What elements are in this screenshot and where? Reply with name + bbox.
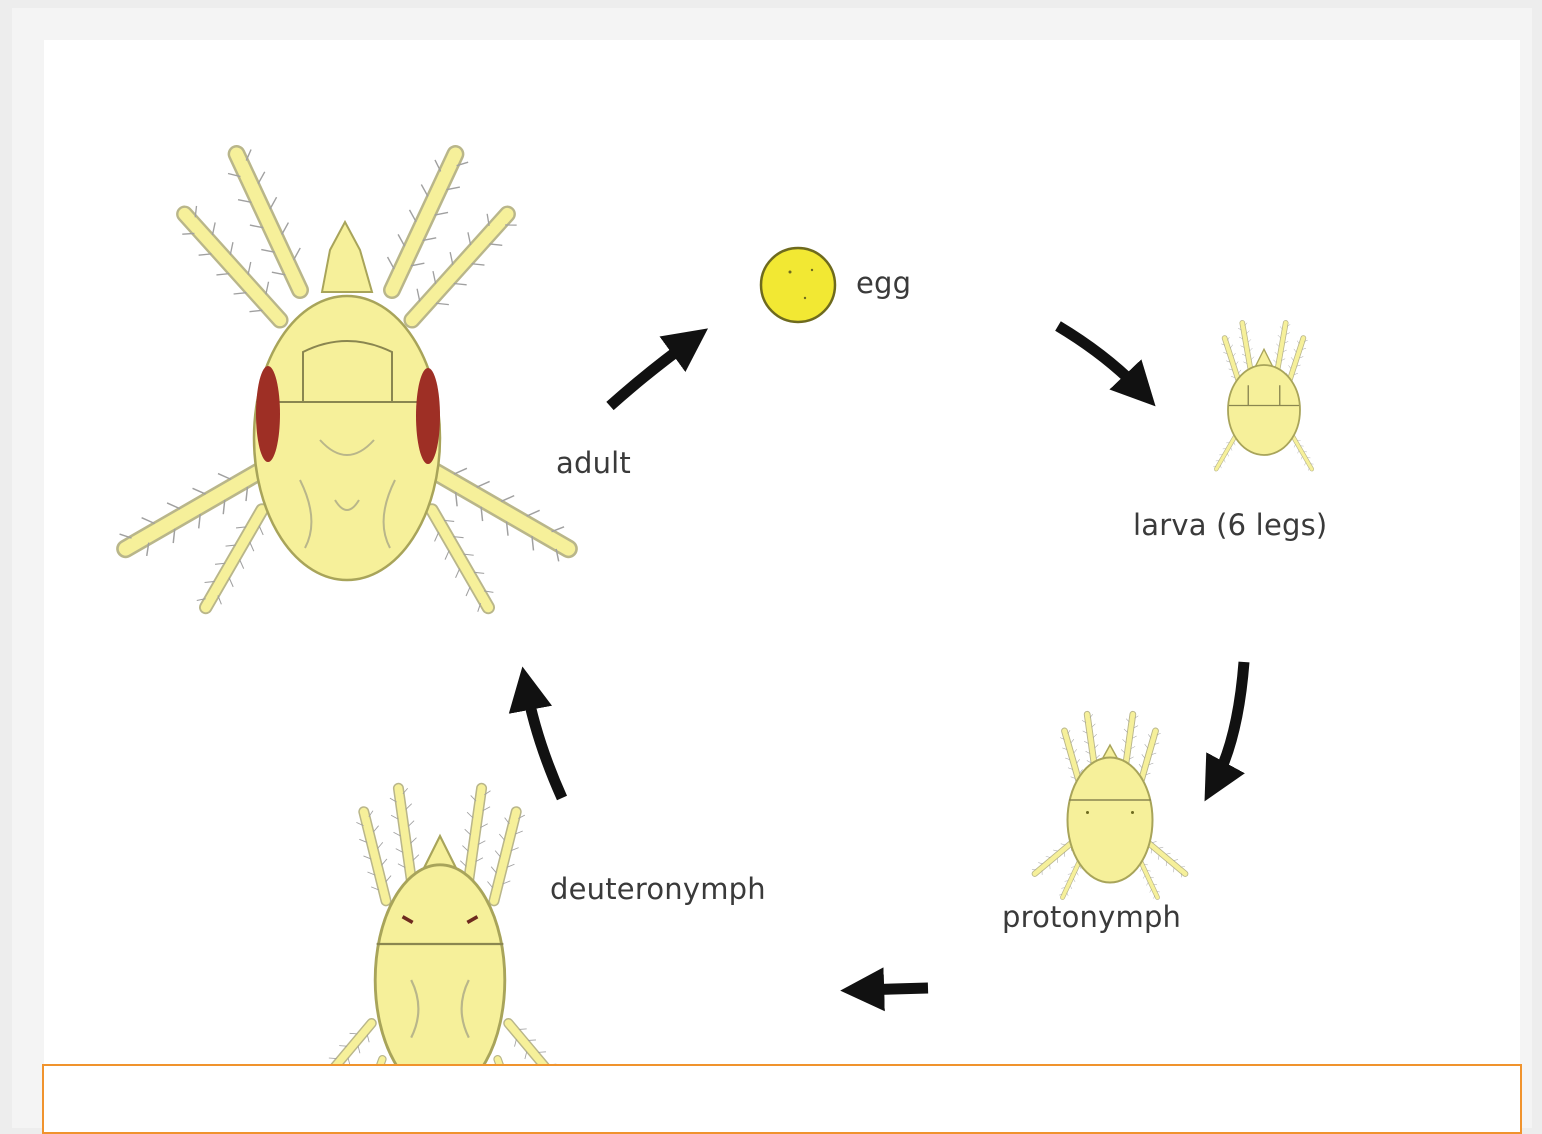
arrow-deuteronymph-to-adult <box>526 686 562 798</box>
arrow-adult-to-egg <box>610 340 692 406</box>
arrow-protonymph-to-deuteronymph <box>860 988 928 990</box>
protonymph-label: protonymph <box>1002 900 1181 934</box>
larva-mite <box>1212 322 1315 471</box>
deuteronymph-label: deuteronymph <box>550 872 766 906</box>
egg-label: egg <box>856 266 911 300</box>
arrow-larva-to-protonymph <box>1214 662 1244 784</box>
adult-label: adult <box>556 446 631 480</box>
adult-mite <box>116 146 578 614</box>
arrow-egg-to-larva <box>1058 326 1142 392</box>
egg-icon <box>761 248 835 322</box>
larva-label: larva (6 legs) <box>1133 508 1327 542</box>
protonymph-mite <box>1031 713 1190 899</box>
caption-box <box>42 1064 1522 1134</box>
